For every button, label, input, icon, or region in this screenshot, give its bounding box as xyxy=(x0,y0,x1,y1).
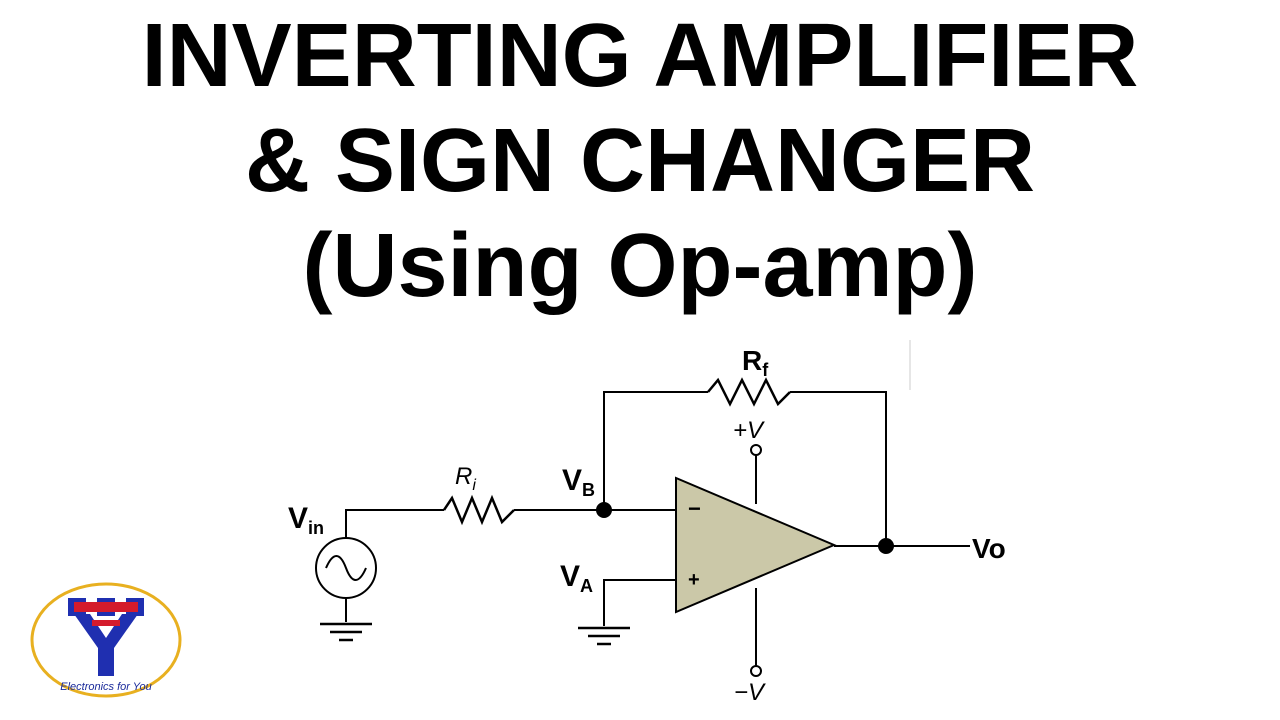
va-label: VA xyxy=(560,560,593,596)
inverting-input-sign: − xyxy=(688,496,701,521)
vin-label: Vin xyxy=(288,502,324,538)
sine-symbol xyxy=(325,555,367,581)
minus-v-label: −V xyxy=(734,679,766,706)
negative-supply-terminal xyxy=(750,665,762,677)
vb-label: VB xyxy=(562,464,595,500)
positive-supply-terminal xyxy=(750,444,762,456)
va-wire xyxy=(603,579,676,626)
feedback-wire xyxy=(603,391,887,546)
ground-symbol-va xyxy=(578,626,630,646)
vo-label: Vo xyxy=(972,533,1006,564)
title-line-3: (Using Op-amp) xyxy=(302,216,978,316)
plus-v-label: +V xyxy=(733,417,765,444)
title-line-1: INVERTING AMPLIFIER xyxy=(141,6,1139,106)
non-inverting-input-sign: + xyxy=(688,569,700,591)
input-wire xyxy=(345,509,676,545)
rf-label: Rf xyxy=(742,345,769,380)
input-resistor-ri xyxy=(442,494,515,526)
op-amp xyxy=(675,476,837,614)
ground-symbol-source xyxy=(320,622,372,642)
node-vb xyxy=(596,502,612,518)
logo-emblem xyxy=(68,598,144,676)
logo-text: Electronics for You xyxy=(60,681,152,693)
node-output xyxy=(878,538,894,554)
page-title: INVERTING AMPLIFIER & SIGN CHANGER (Usin… xyxy=(0,4,1280,319)
electronics-for-you-logo: Electronics for You xyxy=(30,582,182,698)
ri-label: Ri xyxy=(455,463,476,494)
feedback-resistor-rf xyxy=(707,377,791,407)
title-line-2: & SIGN CHANGER xyxy=(244,111,1036,211)
